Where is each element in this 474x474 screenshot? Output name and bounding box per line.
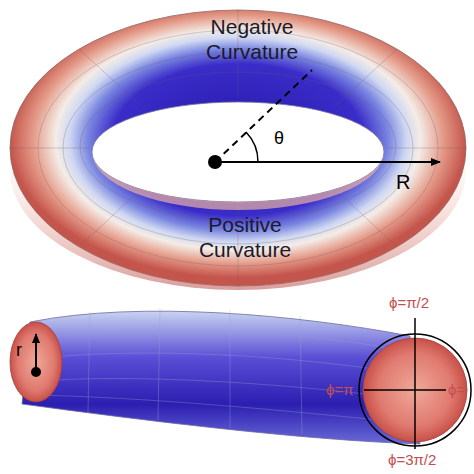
angle-label: ϕ=π/2 [389,294,429,312]
angle-label: ϕ=π [326,381,354,399]
angle-label: θ [274,128,284,150]
angle-label: ϕ= [448,381,465,399]
region-label: Negative Curvature [190,14,315,64]
region-label: Positive Curvature [183,212,308,262]
dimension-label: R [396,170,410,194]
dimension-label: r [16,340,22,362]
angle-label: ϕ=3π/2 [388,451,436,469]
